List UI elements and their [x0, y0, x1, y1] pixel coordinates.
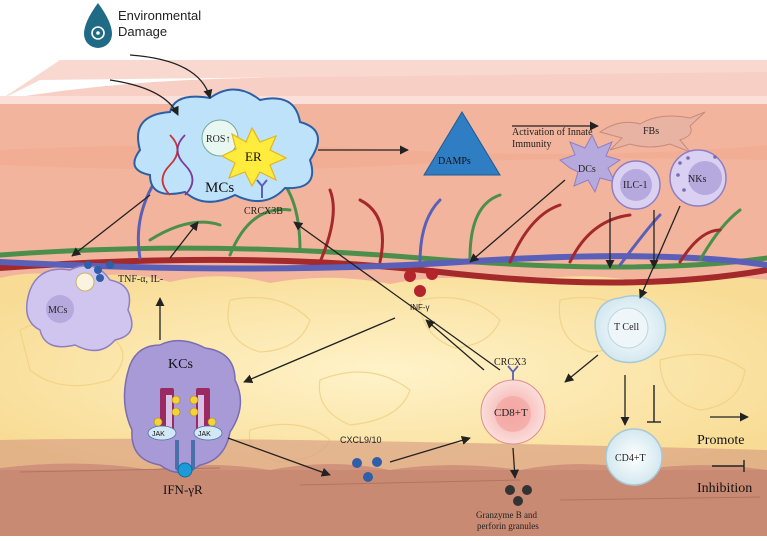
t-cell: T Cell [594, 295, 667, 364]
kcs-label: KCs [168, 357, 193, 372]
ifngr-receptor-icon [177, 462, 193, 478]
fbs-label: FBs [643, 126, 659, 137]
ros-label: ROS↑ [206, 134, 230, 145]
fat-cell-outlines [19, 296, 746, 463]
crcx3-label: CRCX3 [494, 357, 526, 368]
deep-layer [0, 463, 767, 536]
pathway-arrows [71, 54, 749, 479]
epidermis-stripe [0, 96, 767, 104]
crcx3b-label: CRCX3B [244, 206, 283, 217]
tnf-label: TNF-α, IL- [118, 274, 163, 285]
nk-cell: NKs [669, 149, 727, 207]
innate-line2: Immunity [512, 139, 551, 150]
legend-inhibition: Inhibition [697, 481, 752, 496]
crcx3-receptor-icon [507, 365, 519, 380]
mast-cell-cloud: ROS↑ ER MCs CRCX3B [133, 88, 319, 217]
mcs-lower-label: MCs [48, 305, 68, 316]
ilc1-label: ILC-1 [623, 180, 647, 191]
skin-top-face [0, 60, 767, 100]
tcell-label: T Cell [614, 322, 639, 333]
cxcl-chemokines: CXCL9/10 [340, 435, 382, 482]
granzyme-granules: Granzyme B and perforin granules [476, 485, 539, 531]
innate-line1: Activation of Innate [512, 127, 593, 138]
mast-cell-lower: MCs [25, 261, 133, 352]
cd4-t-cell: CD4+T [605, 428, 663, 486]
blue-vessel [0, 253, 767, 272]
nks-label: NKs [688, 174, 706, 185]
env-line1: Environmental [118, 8, 201, 23]
env-line2: Damage [118, 24, 167, 39]
granzyme-line1: Granzyme B and [476, 510, 537, 520]
er-label: ER [245, 149, 262, 164]
granzyme-line2: perforin granules [477, 521, 539, 531]
cd8-label: CD8+T [494, 407, 528, 419]
dna-icon [161, 134, 194, 196]
crcx3b-receptor-icon [256, 179, 268, 198]
damps-triangle [423, 111, 501, 176]
inhibition-markers [647, 385, 745, 472]
ifngr-label: IFN-γR [163, 482, 203, 497]
mcs-cloud-label: MCs [205, 180, 234, 196]
dcs-label: DCs [578, 164, 596, 175]
jak-left-label: JAK [152, 431, 165, 438]
damps-label: DAMPs [438, 156, 471, 167]
cxcl-label: CXCL9/10 [340, 435, 382, 445]
legend-promote: Promote [697, 433, 744, 448]
jak-right-label: JAK [198, 431, 211, 438]
er-star [220, 126, 288, 188]
cd4-label: CD4+T [615, 453, 646, 464]
keratinocyte: KCs JAK JAK IFN-γR [123, 339, 242, 497]
environmental-damage: Environmental Damage [84, 3, 201, 48]
biohazard-drop-icon [84, 3, 112, 48]
ilc1-cell: ILC-1 [611, 160, 661, 210]
fibroblasts: FBs [598, 111, 706, 153]
inf-gamma: INF-γ [404, 268, 438, 312]
cd8-t-cell: CD8+T CRCX3 [480, 357, 546, 445]
dendritic-cell: DCs [558, 133, 622, 194]
infg-label: INF-γ [410, 303, 430, 312]
